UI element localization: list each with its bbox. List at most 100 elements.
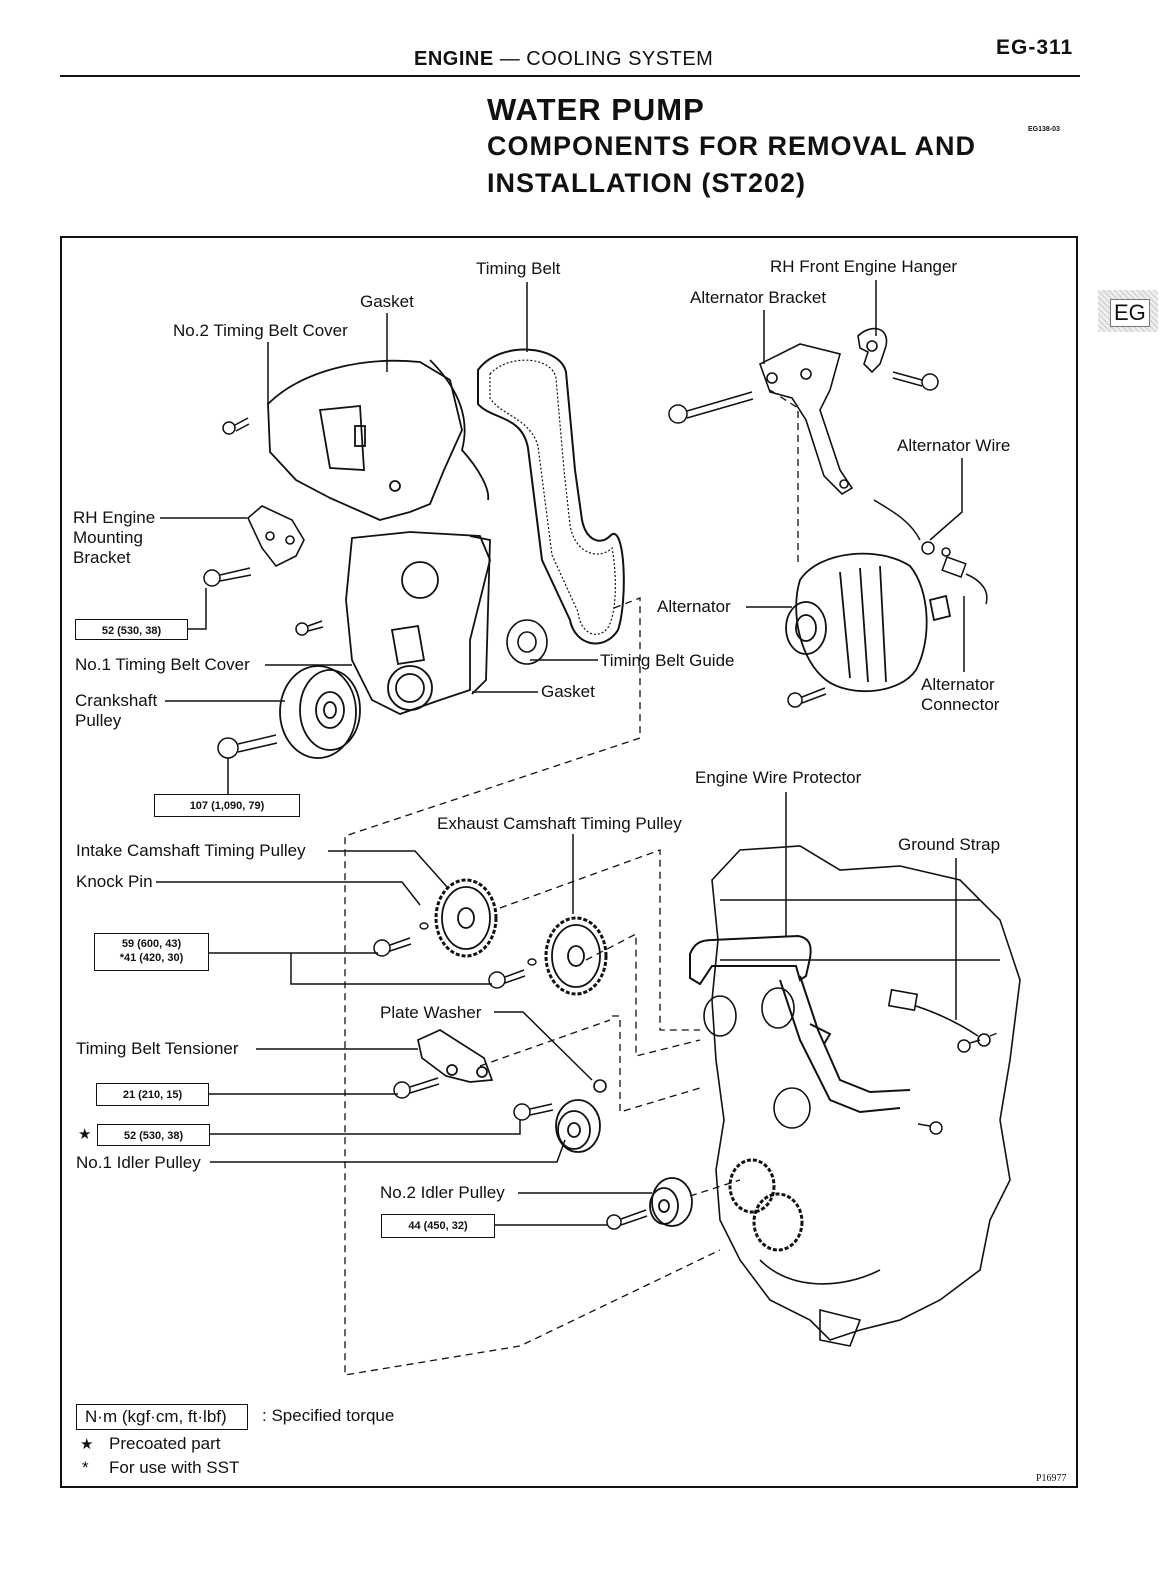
label-timing-belt: Timing Belt	[476, 259, 561, 278]
ground-strap-drawing	[887, 988, 991, 1047]
dashed-path-tensioner	[479, 1019, 611, 1067]
section-tab: EG	[1098, 290, 1158, 332]
label-exhaust-camshaft-timing-pulley: Exhaust Camshaft Timing Pulley	[437, 814, 682, 833]
label-engine-wire-protector: Engine Wire Protector	[695, 768, 862, 787]
bolt-exhaust-cam	[488, 969, 526, 989]
figure-number: P16977	[1036, 1473, 1067, 1484]
label-no2-idler-pulley: No.2 Idler Pulley	[380, 1183, 505, 1202]
label-timing-belt-tensioner: Timing Belt Tensioner	[76, 1039, 239, 1058]
page-subtitle-line1: COMPONENTS FOR REMOVAL AND	[487, 131, 977, 161]
torque-box-52-mount: 52 (530, 38)	[75, 619, 188, 640]
torque-box-52-idler: 52 (530, 38)	[97, 1124, 210, 1146]
rh-front-engine-hanger-drawing	[857, 327, 888, 374]
label-rh-engine-mounting-bracket: RH Engine Mounting Bracket	[73, 508, 156, 567]
label-gasket-top: Gasket	[360, 292, 414, 311]
label-no2-timing-belt-cover: No.2 Timing Belt Cover	[173, 321, 348, 340]
page-subtitle-line2: INSTALLATION (ST202)	[487, 168, 807, 198]
engine-block-drawing	[703, 845, 1021, 1347]
label-alternator-connector: Alternator Connector	[921, 675, 1000, 714]
leader-plate-washer	[494, 1011, 593, 1081]
bolt-engine-side	[917, 1121, 943, 1135]
dashed-path-intake	[585, 932, 701, 1057]
diagram-frame	[60, 236, 1078, 1488]
label-knock-pin: Knock Pin	[76, 872, 153, 891]
bolt-idler2	[606, 1209, 648, 1230]
bolt-tensioner	[393, 1077, 440, 1099]
legend-unit-description: : Specified torque	[262, 1406, 395, 1425]
page-number: EG-311	[996, 36, 1074, 59]
dashed-path-alternator	[769, 389, 799, 562]
bolt-crankshaft	[217, 734, 278, 759]
torque-box-59: 59 (600, 43) *41 (420, 30)	[94, 933, 209, 971]
timing-belt-tensioner-drawing	[417, 1029, 494, 1083]
legend-asterisk-symbol: *	[82, 1458, 89, 1477]
crankshaft-pulley-drawing	[279, 665, 361, 759]
no2-timing-belt-cover-drawing	[267, 359, 490, 521]
torque-box-44: 44 (450, 32)	[381, 1214, 495, 1238]
alternator-bracket-drawing	[759, 343, 854, 496]
label-crankshaft-pulley: Crankshaft Pulley	[75, 691, 158, 730]
dashed-path-exhaust	[499, 849, 700, 1031]
precoated-star-marker: ★	[78, 1126, 92, 1143]
alternator-connector-drawing	[941, 556, 988, 605]
label-alternator-wire: Alternator Wire	[897, 436, 1011, 455]
bolt-mount-bracket	[203, 567, 252, 587]
label-no1-timing-belt-cover: No.1 Timing Belt Cover	[75, 655, 250, 674]
section-heading-bold: ENGINE	[414, 48, 494, 70]
bolt-cover-mid	[295, 620, 324, 636]
no2-idler-pulley-drawing	[649, 1177, 693, 1227]
torque-leader-59-b	[290, 953, 492, 985]
engine-wire-protector-drawing	[689, 934, 911, 1114]
label-timing-belt-guide: Timing Belt Guide	[600, 651, 735, 670]
dashed-path-idler2	[689, 1179, 741, 1197]
document-code: EG138-03	[1028, 126, 1060, 133]
leader-alternator-wire	[929, 458, 963, 541]
label-ground-strap: Ground Strap	[898, 835, 1001, 854]
torque-box-21: 21 (210, 15)	[96, 1083, 209, 1106]
no1-idler-pulley-drawing	[555, 1099, 601, 1153]
section-heading: ENGINE — COOLING SYSTEM	[414, 48, 713, 71]
legend-asterisk-description: For use with SST	[109, 1458, 240, 1477]
alternator-drawing	[785, 552, 952, 692]
bolt-cover-top	[222, 417, 250, 435]
bolt-hanger	[892, 371, 939, 391]
section-tab-label: EG	[1110, 299, 1150, 327]
bolt-intake-cam	[373, 937, 412, 957]
dashed-path-ground	[989, 1031, 1001, 1037]
label-gasket-lower: Gasket	[541, 682, 595, 701]
no1-timing-belt-cover-drawing	[345, 531, 491, 715]
torque-leader-52-mount	[188, 588, 207, 630]
alternator-wire-drawing	[873, 499, 951, 557]
legend-star-description: Precoated part	[109, 1434, 221, 1453]
dashed-path-washer	[612, 1015, 701, 1113]
leader-no1-idler-pulley	[210, 1139, 566, 1163]
label-alternator: Alternator	[657, 597, 731, 616]
header-rule	[60, 75, 1080, 77]
torque-59-line1: 59 (600, 43)	[121, 938, 182, 950]
exhaust-camshaft-pulley-drawing	[544, 916, 608, 996]
timing-belt-drawing	[477, 348, 625, 645]
torque-59-line2: *41 (420, 30)	[119, 952, 184, 964]
dashed-path-main	[344, 597, 721, 1376]
label-alternator-bracket: Alternator Bracket	[690, 288, 827, 307]
legend-unit-box: N·m (kgf·cm, ft·lbf)	[76, 1404, 248, 1430]
intake-camshaft-pulley-drawing	[434, 878, 498, 958]
bolt-alternator-long	[668, 391, 754, 424]
torque-leader-52-idler	[210, 1120, 521, 1135]
torque-box-107: 107 (1,090, 79)	[154, 794, 300, 817]
plate-washer-drawing	[593, 1079, 607, 1093]
label-no1-idler-pulley: No.1 Idler Pulley	[76, 1153, 201, 1172]
timing-belt-guide-drawing	[506, 619, 548, 665]
bolt-idler1	[513, 1103, 554, 1121]
bolt-alternator-lower	[787, 687, 827, 708]
page-title: WATER PUMP	[487, 92, 705, 127]
section-heading-rest: — COOLING SYSTEM	[493, 48, 714, 70]
leader-knock-pin	[156, 881, 421, 906]
knock-pin-drawing	[419, 922, 537, 966]
bolt-ground	[957, 1039, 981, 1053]
label-intake-camshaft-timing-pulley: Intake Camshaft Timing Pulley	[76, 841, 306, 860]
leader-intake-camshaft-pulley	[328, 850, 449, 889]
label-plate-washer: Plate Washer	[380, 1003, 482, 1022]
label-rh-front-engine-hanger: RH Front Engine Hanger	[770, 257, 958, 276]
